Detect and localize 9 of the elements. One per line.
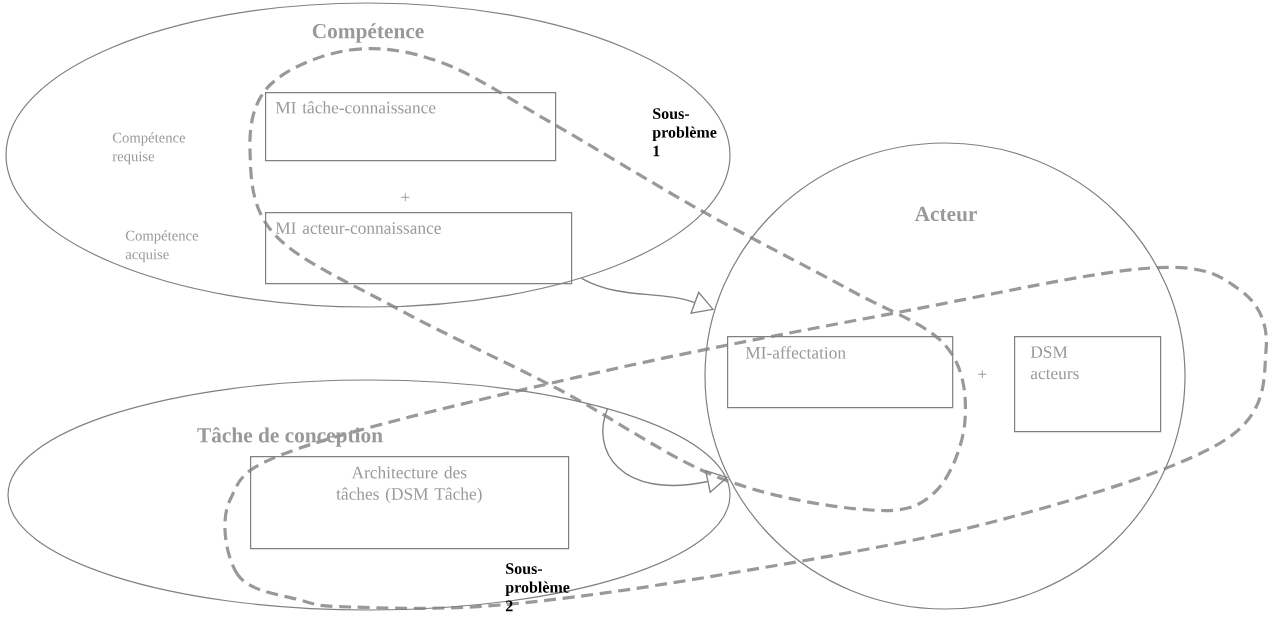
plus-sign: + [978,370,987,379]
side-label: Compétence requise [112,132,186,165]
process-box: Architecture des tâches (DSM Tâche) [250,456,570,550]
side-label: Compétence acquise [125,230,199,263]
process-box: MI-affectation [727,336,954,409]
process-box: MI acteur-connaissance [265,212,573,285]
process-box: MI tâche-connaissance [265,92,557,162]
plus-sign: + [401,193,410,202]
process-box: DSM acteurs [1014,336,1162,433]
